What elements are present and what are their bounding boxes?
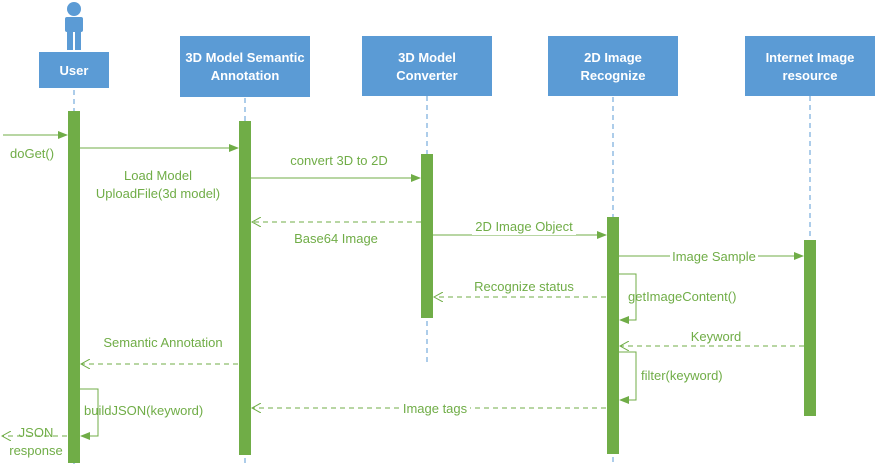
participant-user: User bbox=[39, 52, 109, 88]
participant-internet-label-line2: resource bbox=[783, 68, 838, 83]
participant-user-label: User bbox=[60, 63, 89, 78]
participant-internet: Internet Image resource bbox=[745, 36, 875, 96]
participant-recognize-label-line1: 2D Image bbox=[584, 50, 642, 65]
message-get-image-content-arrow bbox=[619, 273, 637, 324]
message-convert-label: convert 3D to 2D bbox=[290, 153, 388, 168]
participant-annotation-label-line1: 3D Model Semantic bbox=[185, 50, 304, 65]
participant-converter-label-line1: 3D Model bbox=[398, 50, 456, 65]
participant-converter-label-line2: Converter bbox=[396, 68, 457, 83]
message-image-sample-label: Image Sample bbox=[672, 249, 756, 264]
activation-user bbox=[68, 111, 80, 463]
activation-internet bbox=[804, 240, 816, 416]
message-json-response-label-line1: JSON bbox=[19, 425, 54, 440]
message-base64-label: Base64 Image bbox=[294, 231, 378, 246]
participant-annotation: 3D Model Semantic Annotation bbox=[180, 36, 310, 97]
message-image-tags-label: Image tags bbox=[403, 401, 468, 416]
activation-annotation bbox=[239, 121, 251, 455]
participant-recognize-label-line2: Recognize bbox=[580, 68, 645, 83]
message-build-json-label: buildJSON(keyword) bbox=[84, 403, 203, 418]
participant-internet-label-line1: Internet Image bbox=[766, 50, 855, 65]
message-load-model-label-line1: Load Model bbox=[124, 168, 192, 183]
activation-recognize bbox=[607, 217, 619, 454]
message-get-image-content-label: getImageContent() bbox=[628, 289, 736, 304]
message-filter-arrow bbox=[619, 351, 637, 404]
activation-converter bbox=[421, 154, 433, 318]
message-load-model-label-line2: UploadFile(3d model) bbox=[96, 186, 220, 201]
user-actor-icon bbox=[65, 2, 83, 50]
message-image-object-label: 2D Image Object bbox=[475, 219, 573, 234]
message-keyword-label: Keyword bbox=[691, 329, 742, 344]
participant-converter: 3D Model Converter bbox=[362, 36, 492, 96]
participant-annotation-label-line2: Annotation bbox=[211, 68, 280, 83]
message-build-json-arrow bbox=[80, 388, 99, 440]
message-filter-label: filter(keyword) bbox=[641, 368, 723, 383]
message-json-response-label-line2: response bbox=[9, 443, 62, 458]
participant-recognize: 2D Image Recognize bbox=[548, 36, 678, 96]
message-semantic-annotation-label: Semantic Annotation bbox=[103, 335, 222, 350]
message-recognize-status-label: Recognize status bbox=[474, 279, 574, 294]
message-doget-label: doGet() bbox=[10, 146, 54, 161]
